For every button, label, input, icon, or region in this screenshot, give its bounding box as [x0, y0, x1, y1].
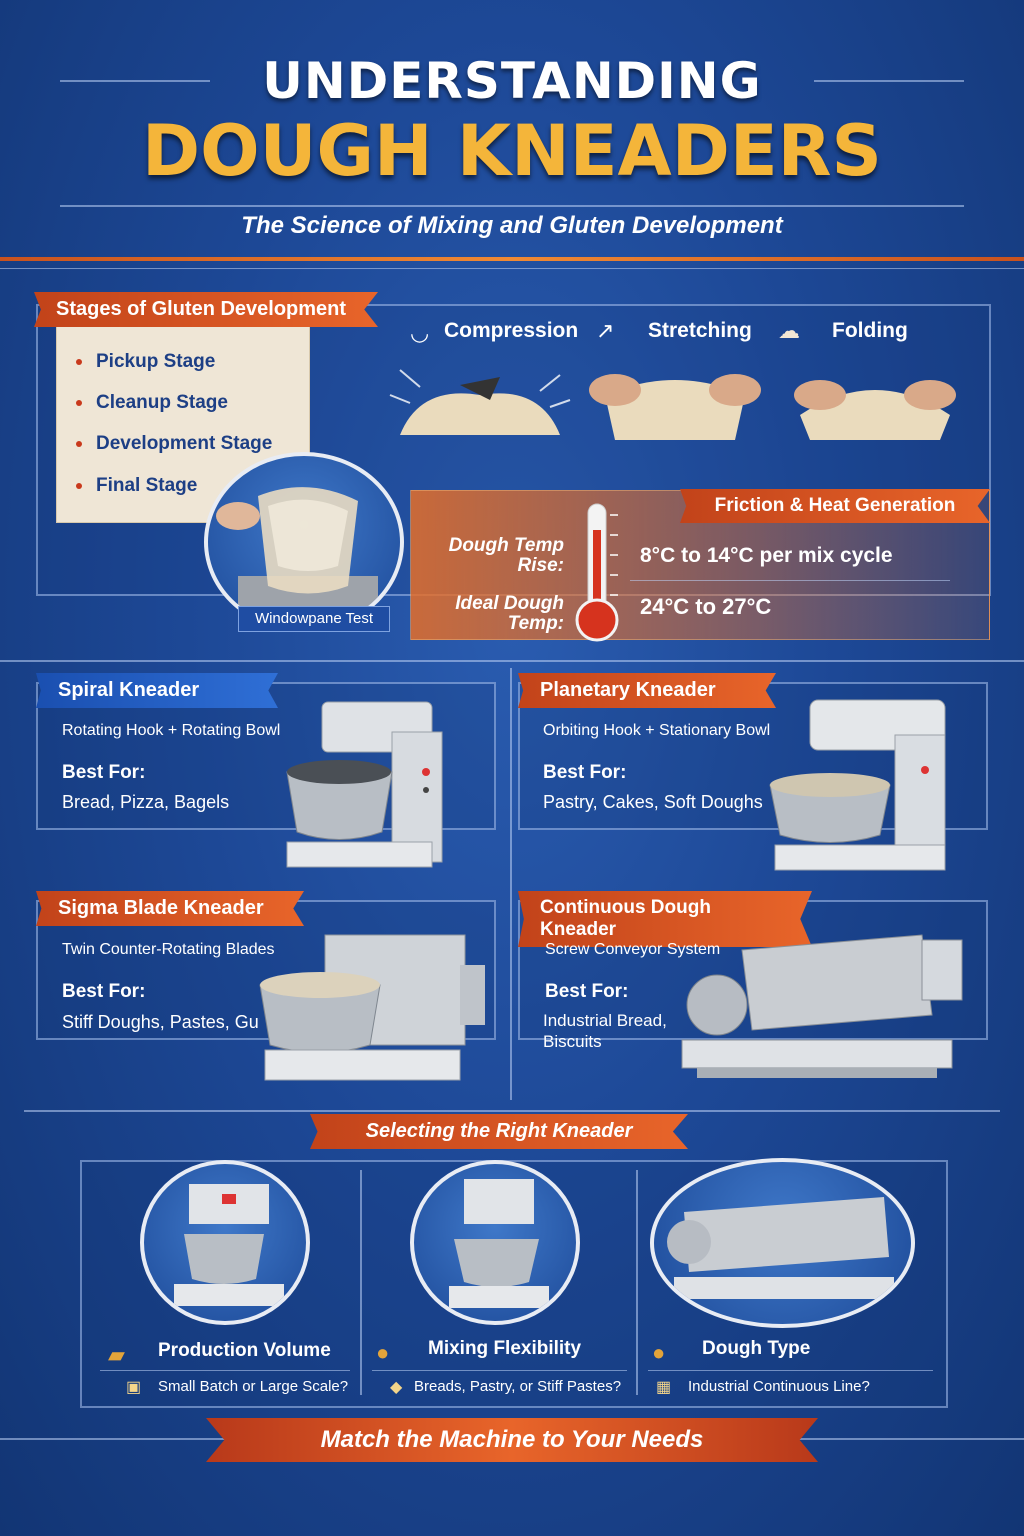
criteria-divider — [636, 1170, 638, 1395]
bullet-icon — [76, 399, 82, 406]
sigma-mechanism: Twin Counter-Rotating Blades — [62, 941, 275, 958]
planetary-mechanism: Orbiting Hook + Stationary Bowl — [543, 722, 771, 739]
header-divider — [0, 257, 1024, 261]
dough-icon: ● — [652, 1340, 666, 1365]
bread-slice-icon: ◆ — [390, 1379, 403, 1396]
criterion-rule — [100, 1370, 350, 1371]
section-divider — [0, 660, 1024, 662]
title-line1: UNDERSTANDING — [262, 52, 762, 110]
selecting-top-rule — [24, 1110, 1000, 1112]
continuous-kneader-image — [681, 934, 963, 1078]
continuous-line-illustration — [667, 1197, 894, 1299]
sigma-banner: Sigma Blade Kneader — [36, 891, 304, 926]
stage-label: Development Stage — [96, 433, 273, 454]
ideal-temp-label-line: Ideal Dough — [455, 593, 564, 614]
criteria-divider — [360, 1170, 362, 1395]
continuous-best-line: Industrial Bread, — [543, 1011, 667, 1030]
mechanic-label: Compression — [444, 319, 579, 342]
conveyor-icon: ▦ — [656, 1379, 672, 1396]
folding-image — [794, 380, 956, 440]
ideal-temp-label-line: Temp: — [507, 613, 564, 634]
planetary-best-label: Best For: — [543, 762, 627, 783]
spiral-best-value: Bread, Pizza, Bagels — [62, 792, 230, 812]
continuous-best-label: Best For: — [545, 981, 629, 1002]
planetary-best-value: Pastry, Cakes, Soft Doughs — [543, 792, 763, 812]
temp-rise-label-line: Rise: — [517, 555, 564, 576]
thermometer-icon — [575, 503, 619, 642]
temp-rise-value: 8°C to 14°C per mix cycle — [640, 544, 893, 567]
box-icon: ▣ — [126, 1379, 142, 1396]
stage-item: Cleanup Stage — [76, 392, 228, 414]
page-subtitle: The Science of Mixing and Gluten Develop… — [241, 212, 783, 239]
compression-icon: ◡ — [410, 320, 430, 345]
heat-divider — [630, 580, 950, 581]
criterion-rule — [648, 1370, 933, 1371]
criterion-rule — [372, 1370, 627, 1371]
stage-item: Development Stage — [76, 433, 272, 455]
criterion-title: Production Volume — [158, 1340, 331, 1361]
stage-item: Pickup Stage — [76, 351, 215, 373]
gluten-banner: Stages of Gluten Development — [34, 292, 378, 327]
criterion-question: Small Batch or Large Scale? — [158, 1378, 349, 1395]
page-title: DOUGH KNEADERS — [142, 110, 882, 192]
stage-label: Final Stage — [96, 475, 198, 496]
title-left-rule — [60, 80, 210, 82]
bullet-icon — [76, 440, 82, 447]
column-divider — [510, 668, 512, 1100]
sigma-best-label: Best For: — [62, 981, 146, 1002]
criterion-question: Breads, Pastry, or Stiff Pastes? — [414, 1378, 622, 1395]
pastry-icon: ● — [376, 1340, 390, 1365]
continuous-mechanism: Screw Conveyor System — [545, 941, 721, 958]
bullet-icon — [76, 358, 82, 365]
title-right-rule — [814, 80, 964, 82]
selecting-banner: Selecting the Right Kneader — [310, 1114, 688, 1149]
temp-rise-label-line: Dough Temp — [448, 535, 564, 556]
spiral-banner: Spiral Kneader — [36, 673, 278, 708]
mechanic-label: Stretching — [648, 319, 752, 342]
ideal-temp-label: Ideal Dough Temp: — [428, 594, 564, 634]
stage-item: Final Stage — [76, 475, 197, 497]
spiral-best-label: Best For: — [62, 762, 146, 783]
criterion-question: Industrial Continuous Line? — [688, 1378, 870, 1395]
stretch-icon: ↗ — [596, 318, 615, 343]
header-divider-thin — [0, 268, 1024, 269]
continuous-banner: Continuous Dough Kneader — [518, 891, 812, 947]
cta-banner: Match the Machine to Your Needs — [206, 1418, 818, 1462]
compression-image — [389, 369, 571, 435]
continuous-best-value: Industrial Bread, Biscuits — [543, 1010, 667, 1052]
spiral-mixer-illustration — [174, 1184, 284, 1306]
spiral-mechanism: Rotating Hook + Rotating Bowl — [62, 722, 281, 739]
stage-label: Cleanup Stage — [96, 392, 228, 413]
planetary-banner: Planetary Kneader — [518, 673, 776, 708]
stretching-image — [589, 374, 761, 440]
ideal-temp-value: 24°C to 27°C — [640, 594, 772, 619]
planetary-mixer-illustration — [449, 1179, 549, 1308]
criterion-title: Mixing Flexibility — [428, 1338, 582, 1359]
planetary-kneader-image — [769, 699, 946, 871]
sigma-kneader-image — [259, 934, 485, 1081]
stage-label: Pickup Stage — [96, 351, 216, 372]
bullet-icon — [76, 482, 82, 489]
dough-type-image — [650, 1158, 915, 1328]
windowpane-image — [204, 452, 404, 632]
subtitle-top-rule — [60, 205, 964, 207]
windowpane-caption: Windowpane Test — [238, 606, 390, 632]
criterion-title: Dough Type — [702, 1338, 811, 1359]
fold-icon: ☁ — [778, 318, 800, 343]
mechanic-label: Folding — [832, 319, 908, 342]
mixing-flexibility-image — [410, 1160, 580, 1325]
heat-banner: Friction & Heat Generation — [680, 489, 990, 523]
spiral-kneader-image — [286, 701, 443, 868]
continuous-best-line: Biscuits — [543, 1032, 602, 1051]
production-volume-image — [140, 1160, 310, 1325]
sigma-best-value: Stiff Doughs, Pastes, Gum — [62, 1012, 260, 1032]
temp-rise-label: Dough Temp Rise: — [428, 536, 564, 576]
bread-icon: ▰ — [108, 1342, 125, 1367]
